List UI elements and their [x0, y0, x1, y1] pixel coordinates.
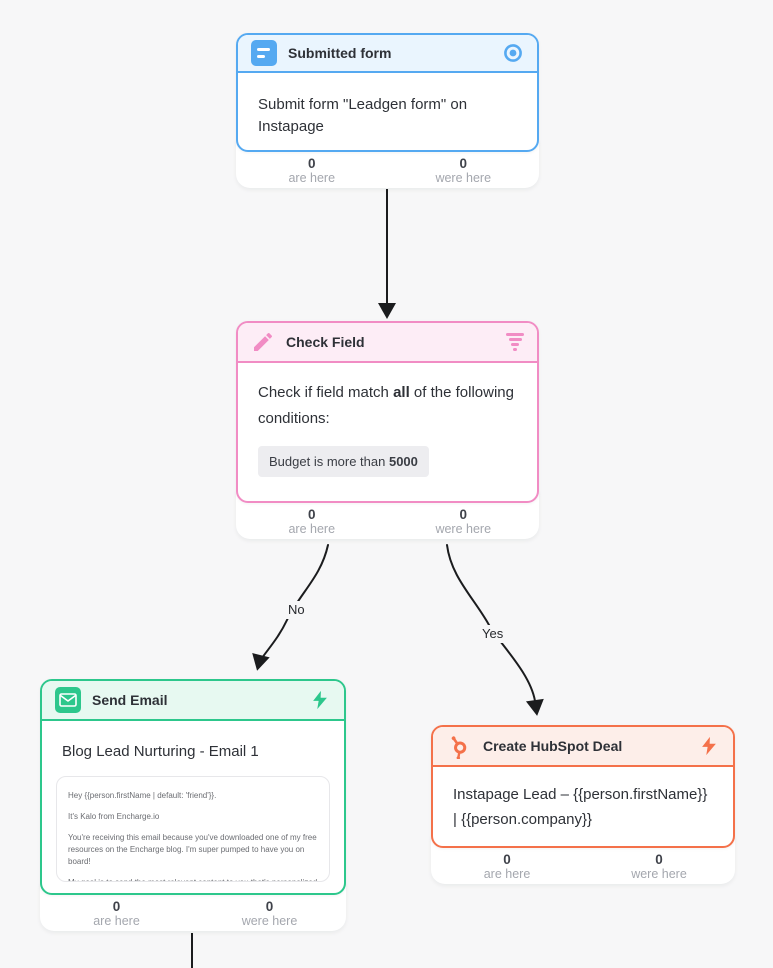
are-here-label: are here: [288, 171, 336, 185]
node-create-hubspot-deal[interactable]: Create HubSpot Deal Instapage Lead – {{p…: [431, 725, 735, 884]
check-field-header: Check Field: [238, 323, 537, 363]
node-title: Submitted form: [288, 45, 392, 61]
are-here-stat: 0 are here: [236, 156, 388, 186]
node-title: Create HubSpot Deal: [483, 738, 623, 754]
form-icon: [251, 40, 277, 66]
are-here-label: are here: [483, 867, 531, 881]
were-here-count: 0: [655, 852, 663, 867]
are-here-count: 0: [307, 156, 316, 171]
were-here-label: were here: [435, 171, 492, 185]
pencil-icon: [254, 332, 273, 351]
submitted-form-card[interactable]: Submitted form Submit form "Leadgen form…: [236, 33, 539, 152]
create-hubspot-deal-header: Create HubSpot Deal: [433, 727, 733, 767]
are-here-count: 0: [307, 507, 316, 522]
are-here-stat: 0 are here: [236, 507, 388, 537]
were-here-label: were here: [241, 914, 298, 928]
email-preview-line: You're receiving this email because you'…: [68, 833, 317, 866]
submitted-form-header: Submitted form: [238, 35, 537, 73]
send-email-header: Send Email: [42, 681, 344, 721]
envelope-icon: [55, 687, 81, 713]
node-submitted-form[interactable]: Submitted form Submit form "Leadgen form…: [236, 33, 539, 188]
are-here-count: 0: [112, 899, 121, 914]
node-body-text: Instapage Lead – {{person.firstName}} | …: [453, 786, 708, 828]
email-preview-line: Hey {{person.firstName | default: 'frien…: [68, 791, 217, 800]
node-body-text: Submit form "Leadgen form" on Instapage: [258, 96, 468, 135]
were-here-stat: 0 were here: [193, 899, 346, 929]
node-body: Blog Lead Nurturing - Email 1 Hey {{pers…: [42, 721, 344, 886]
node-title: Send Email: [92, 692, 168, 708]
send-email-card[interactable]: Send Email Blog Lead Nurturing - Email 1…: [40, 679, 346, 895]
email-preview-line: My goal is to send the most relevant con…: [68, 877, 318, 881]
were-here-label: were here: [435, 522, 492, 536]
edge-label-no: No: [283, 601, 310, 619]
are-here-label: are here: [288, 522, 336, 536]
create-hubspot-deal-card[interactable]: Create HubSpot Deal Instapage Lead – {{p…: [431, 725, 735, 848]
node-title: Check Field: [286, 334, 365, 350]
hubspot-icon: [451, 736, 467, 759]
email-subject: Blog Lead Nurturing - Email 1: [62, 743, 259, 760]
were-here-stat: 0 were here: [583, 852, 735, 882]
condition-sentence: Check if field match all of the followin…: [258, 384, 514, 427]
were-here-count: 0: [459, 156, 467, 171]
edge-label-yes: Yes: [477, 625, 509, 643]
node-send-email[interactable]: Send Email Blog Lead Nurturing - Email 1…: [40, 679, 346, 931]
are-here-label: are here: [93, 914, 140, 928]
edge-form-to-checkfield-arrowhead: [378, 303, 396, 319]
were-here-stat: 0 were here: [388, 507, 540, 537]
trigger-target-icon: [504, 44, 522, 62]
were-here-stat: 0 were here: [388, 156, 540, 186]
were-here-count: 0: [459, 507, 467, 522]
filter-icon: [506, 333, 524, 351]
action-bolt-icon: [313, 690, 327, 710]
are-here-stat: 0 are here: [40, 899, 193, 929]
email-preview: Hey {{person.firstName | default: 'frien…: [56, 776, 330, 882]
node-body-text: Check if field match all of the followin…: [238, 363, 537, 494]
are-here-count: 0: [503, 852, 511, 867]
node-check-field[interactable]: Check Field Check if field match all of …: [236, 321, 539, 539]
edge-yes-arrowhead: [525, 698, 544, 716]
edge-no-branch: [261, 544, 329, 659]
edge-yes-branch: [446, 544, 536, 702]
check-field-card[interactable]: Check Field Check if field match all of …: [236, 321, 539, 503]
edge-no-arrowhead: [252, 653, 270, 671]
were-here-count: 0: [265, 899, 274, 914]
condition-pill[interactable]: Budget is more than 5000: [258, 446, 429, 477]
were-here-label: were here: [631, 867, 687, 881]
action-bolt-icon: [702, 736, 716, 756]
are-here-stat: 0 are here: [431, 852, 583, 882]
email-preview-line: It's Kalo from Encharge.io: [68, 812, 160, 821]
